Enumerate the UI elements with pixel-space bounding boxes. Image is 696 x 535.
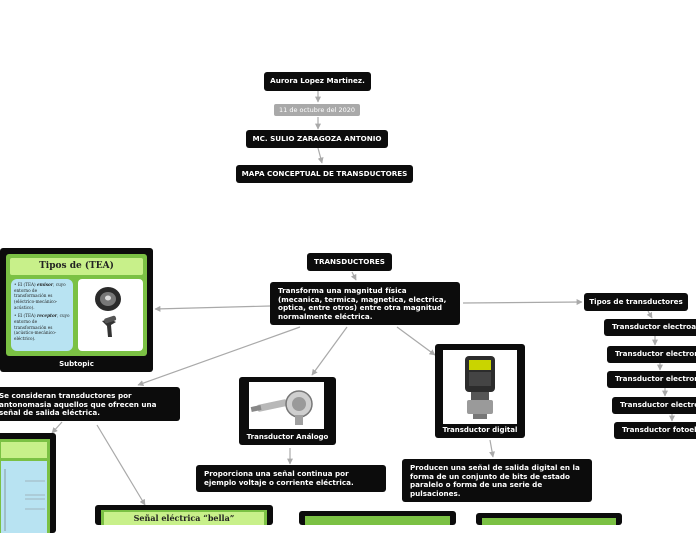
tea-item-receptor-em: receptor	[37, 313, 57, 319]
left-note-node[interactable]: Se consideran transductores por antonoma…	[0, 387, 180, 421]
analog-photo	[249, 382, 324, 429]
subtopic-caption: Subtopic	[59, 360, 94, 368]
waveform-image-node[interactable]	[0, 433, 56, 533]
analog-description-node[interactable]: Proporciona una señal continua por ejemp…	[196, 465, 386, 492]
analog-caption: Transductor Análogo	[246, 433, 329, 441]
type-item[interactable]: Transductor electrom	[607, 371, 696, 388]
tea-card-title: Tipos de (TEA)	[10, 258, 143, 275]
map-title-node[interactable]: MAPA CONCEPTUAL DE TRANSDUCTORES	[236, 165, 413, 183]
digital-caption: Transductor digital	[442, 426, 518, 434]
tea-pictures	[78, 279, 143, 351]
author-node[interactable]: Aurora Lopez Martinez.	[264, 72, 371, 91]
definition-node[interactable]: Transforma una magnitud física (mecanica…	[270, 282, 460, 325]
tea-item-emisor-em: emisor	[37, 282, 54, 287]
digital-photo	[443, 350, 517, 424]
signal-image-node[interactable]: Señal eléctrica “bella”	[95, 505, 273, 525]
subtopic-image-node[interactable]: Tipos de (TEA) • El (TEA) emisor, cuyo e…	[0, 248, 153, 372]
signal-card-title: Señal eléctrica “bella”	[104, 512, 264, 525]
image-node-partial[interactable]	[299, 511, 456, 525]
tea-item-receptor-a: El (TEA)	[17, 313, 38, 319]
tea-card: Tipos de (TEA) • El (TEA) emisor, cuyo e…	[6, 254, 147, 356]
type-item[interactable]: Transductor fotoelé	[614, 422, 696, 439]
type-item[interactable]: Transductor electros	[612, 397, 696, 414]
waveform-card	[0, 439, 50, 533]
image-node-partial[interactable]	[476, 513, 622, 525]
type-item[interactable]: Transductor electrom	[607, 346, 696, 363]
connector-lines	[51, 91, 675, 506]
analog-transducer-icon	[250, 390, 313, 425]
waveform-card-header	[1, 442, 47, 458]
types-node[interactable]: Tipos de transductores	[584, 293, 688, 311]
digital-transducer-icon	[465, 356, 495, 419]
analog-image-node[interactable]: Transductor Análogo	[239, 377, 336, 445]
date-label[interactable]: 11 de octubre del 2020	[274, 104, 360, 116]
partial-card-green	[482, 518, 616, 525]
waveform-plot	[1, 461, 47, 533]
digital-image-node[interactable]: Transductor digital	[435, 344, 525, 438]
tea-item-emisor: • El (TEA) emisor, cuyo entorno de trans…	[14, 282, 66, 310]
tea-item-receptor-b: , cuyo entorno de transformación es (acú…	[14, 313, 70, 342]
partial-card-green	[305, 516, 450, 525]
digital-description-node[interactable]: Producen una señal de salida digital en …	[402, 459, 592, 502]
main-topic-node[interactable]: TRANSDUCTORES	[307, 253, 392, 271]
signal-card: Señal eléctrica “bella”	[101, 510, 267, 525]
type-item[interactable]: Transductor electroac	[604, 319, 696, 336]
tea-item-emisor-b: , cuyo entorno de transformación es (elé…	[14, 282, 66, 310]
teacher-node[interactable]: MC. SULIO ZARAGOZA ANTONIO	[246, 130, 388, 148]
tea-item-receptor: • El (TEA) receptor, cuyo entorno de tra…	[14, 313, 70, 342]
waveform-icon	[4, 469, 45, 531]
speaker-icon	[95, 287, 121, 337]
tea-item-emisor-a: El (TEA)	[17, 282, 38, 287]
tea-card-text: • El (TEA) emisor, cuyo entorno de trans…	[11, 279, 73, 351]
